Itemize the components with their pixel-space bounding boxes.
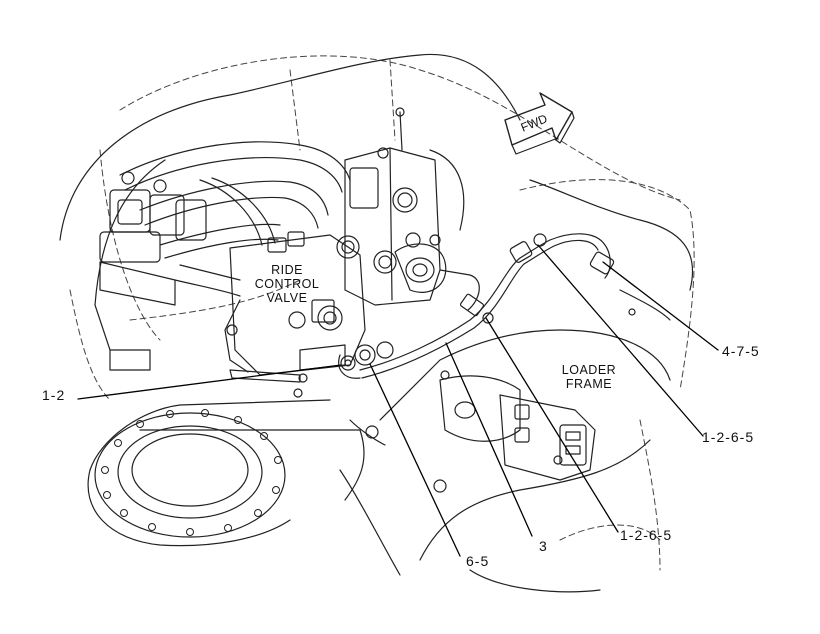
- loader-frame-label: LOADER FRAME: [552, 363, 626, 391]
- left-fittings-cluster: [99, 171, 207, 306]
- main-hose-line: [359, 233, 611, 379]
- leader-6-5: [369, 363, 461, 557]
- swing-bearing-ring: [94, 409, 286, 538]
- leader-lines: [77, 244, 719, 557]
- leader-1-2-6-5-lower: [485, 317, 619, 533]
- leader-1-2: [77, 364, 342, 400]
- callout-3: 3: [539, 538, 548, 554]
- leader-4-7-5: [602, 261, 719, 351]
- fwd-arrow-icon: [504, 92, 575, 155]
- ride-control-valve-label-line-3: VALVE: [266, 291, 308, 305]
- central-valve-block: [336, 107, 480, 311]
- leader-3: [445, 342, 533, 537]
- loader-frame-label-line-2: FRAME: [565, 377, 613, 391]
- leader-1-2-6-5-upper: [537, 244, 704, 437]
- ring-bolt-holes: [101, 409, 282, 536]
- hidden-lines: [69, 55, 695, 571]
- loader-frame-label-line-1: LOADER: [561, 363, 617, 377]
- callout-1-2-6-5-upper: 1-2-6-5: [702, 429, 755, 445]
- callout-1-2-6-5-lower: 1-2-6-5: [620, 527, 673, 543]
- ride-control-valve-label-line-1: RIDE: [271, 263, 303, 277]
- ride-control-valve-label: RIDE CONTROL VALVE: [250, 263, 324, 305]
- loader-frame-outline: [59, 53, 694, 593]
- callout-4-7-5: 4-7-5: [722, 343, 760, 359]
- ride-control-valve-label-line-2: CONTROL: [254, 277, 320, 291]
- callout-6-5: 6-5: [466, 553, 490, 569]
- lower-right-bracket: [349, 370, 596, 493]
- callout-1-2: 1-2: [42, 387, 66, 403]
- hydraulic-tube-bundle: [119, 141, 351, 297]
- ride-control-valve-body: [224, 231, 394, 383]
- valve-inlet-fittings: [293, 354, 361, 398]
- right-fittings: [459, 233, 671, 324]
